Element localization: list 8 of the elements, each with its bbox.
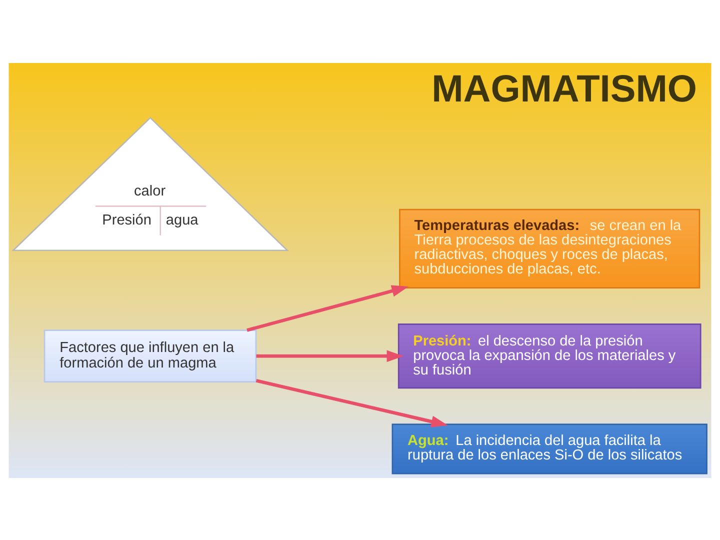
node-box: Agua: La incidencia del agua facilita la ruptura de los enlaces Si-O de los silicatos xyxy=(392,423,708,474)
arrow xyxy=(246,284,409,332)
arrow xyxy=(256,378,448,427)
diagram-title: MAGMATISMO xyxy=(432,68,697,110)
node-box: Temperaturas elevadas: se crean en la Tierra procesos de las desintegraciones radiactivas, choques y roces de placas, subducciones de placas, etc. xyxy=(399,208,700,288)
node-box: Factores que influyen en la formación de un magma xyxy=(44,329,257,382)
arrow xyxy=(256,350,404,362)
node-box: Presión: el descenso de la presión provoca la expansión de los materiales y su fusión xyxy=(398,323,702,388)
